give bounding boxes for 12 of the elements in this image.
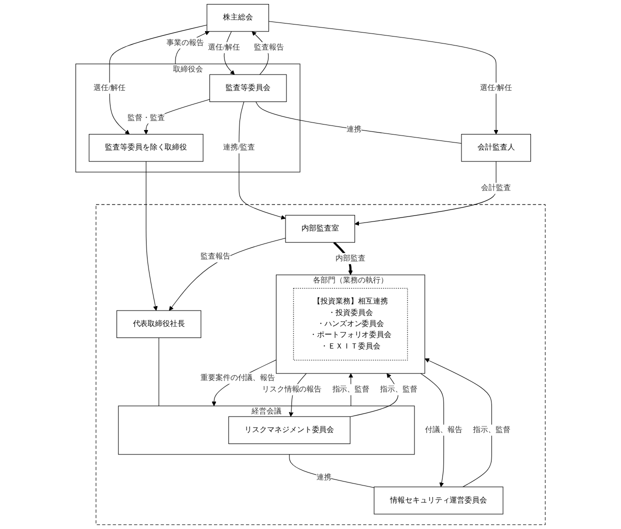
arrow — [424, 358, 492, 488]
arrow — [420, 373, 444, 488]
arrow — [354, 161, 496, 226]
arrow — [268, 21, 498, 134]
connector — [158, 337, 160, 406]
connector — [256, 101, 462, 144]
arrow — [168, 238, 286, 311]
cluster — [96, 204, 546, 525]
arrow — [109, 24, 208, 134]
arrow — [238, 101, 286, 220]
connector — [289, 454, 374, 488]
arrow — [146, 161, 158, 311]
